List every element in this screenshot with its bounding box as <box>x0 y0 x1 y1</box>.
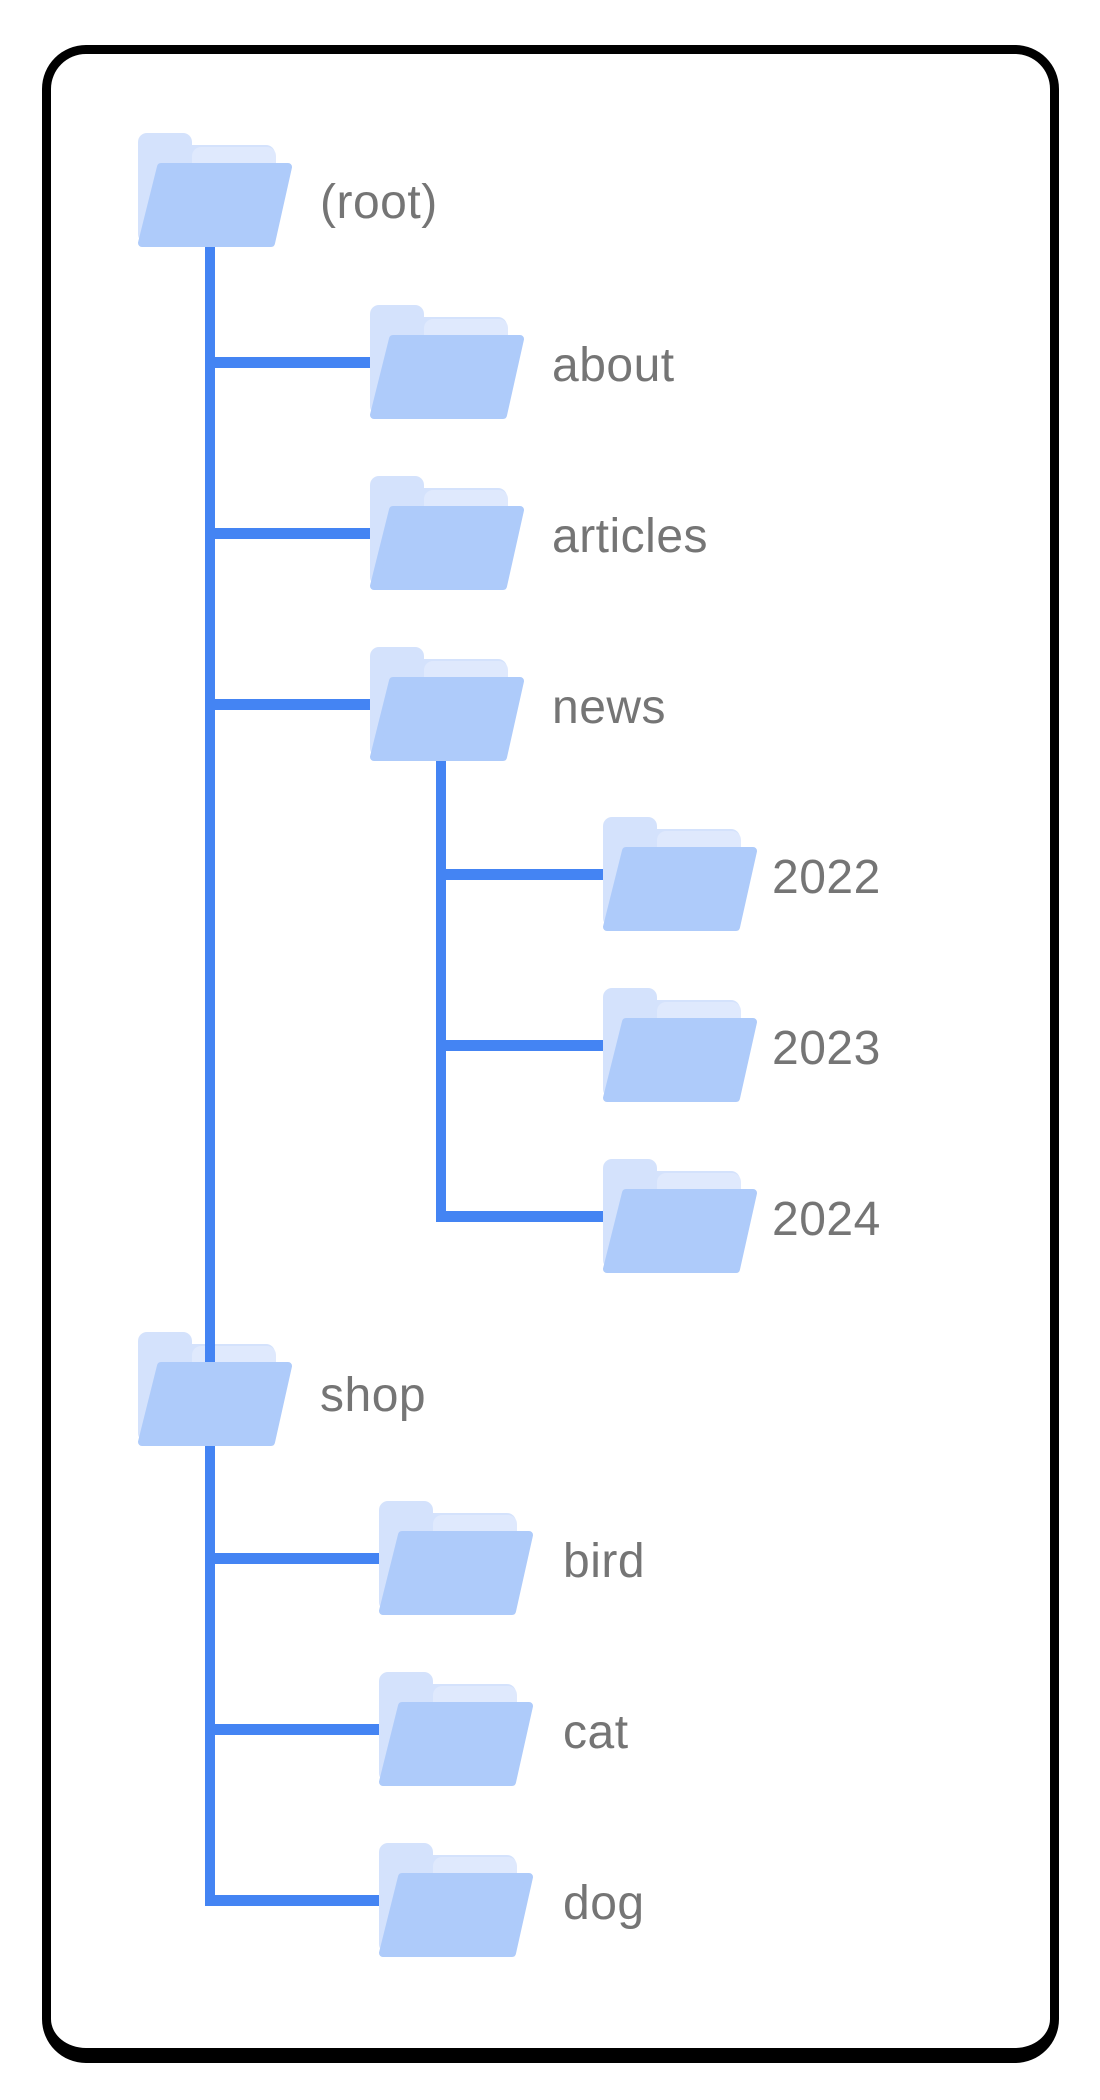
label-shop: shop <box>320 1369 427 1422</box>
label-2022: 2022 <box>772 851 881 904</box>
connector-2023 <box>436 1040 612 1051</box>
root-spine-line <box>205 240 215 1905</box>
folder-icon-2023 <box>603 988 757 1102</box>
connector-bird <box>205 1553 389 1564</box>
folder-icon-shop-front <box>138 1332 292 1446</box>
folder-icon-root <box>138 133 292 247</box>
connector-articles <box>205 528 380 539</box>
folder-icon-news <box>370 647 524 761</box>
label-about: about <box>552 339 675 392</box>
connector-about <box>205 357 380 368</box>
connector-2024 <box>436 1211 612 1222</box>
connector-2022 <box>436 869 612 880</box>
folder-icon-2022 <box>603 817 757 931</box>
label-2023: 2023 <box>772 1022 881 1075</box>
label-cat: cat <box>563 1706 629 1759</box>
connector-dog <box>205 1895 389 1906</box>
label-news: news <box>552 681 667 734</box>
connector-cat <box>205 1724 389 1735</box>
connector-news <box>205 699 380 710</box>
folder-icon-about <box>370 305 524 419</box>
label-dog: dog <box>563 1877 645 1930</box>
label-articles: articles <box>552 510 709 563</box>
news-spine-line <box>436 754 446 1222</box>
label-bird: bird <box>563 1535 646 1588</box>
folder-icon-articles <box>370 476 524 590</box>
folder-icon-dog <box>379 1843 533 1957</box>
folder-icon-bird <box>379 1501 533 1615</box>
label-2024: 2024 <box>772 1193 881 1246</box>
folder-icon-2024 <box>603 1159 757 1273</box>
diagram-card <box>42 45 1059 2063</box>
label-root: (root) <box>320 176 438 229</box>
folder-icon-cat <box>379 1672 533 1786</box>
